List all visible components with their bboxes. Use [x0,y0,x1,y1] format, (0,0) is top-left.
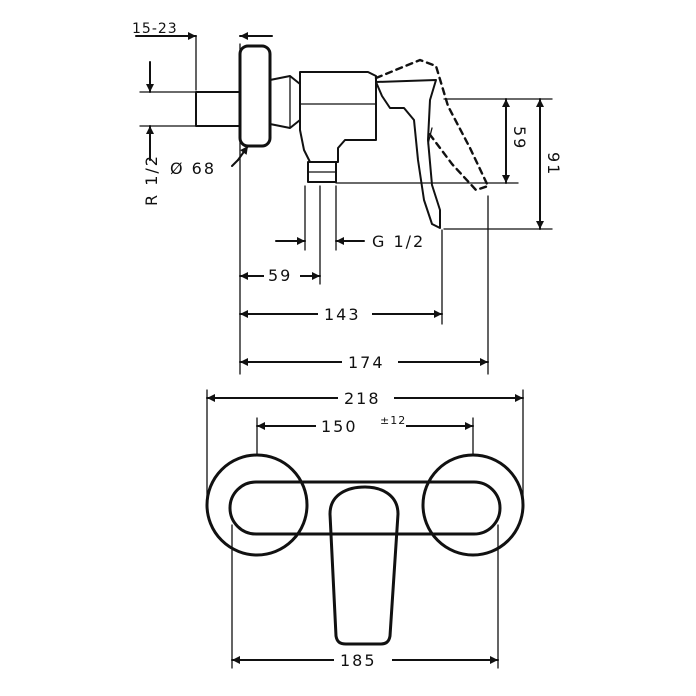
dim-59-vertical: 59 [510,126,529,150]
dim-174: 174 [348,353,385,372]
lever-handle [375,79,441,229]
lever-handle-front [328,485,400,646]
connector-nut [269,75,301,129]
left-rosette [205,453,309,557]
dim-91-vertical: 91 [544,152,563,176]
front-view: 218 150 ±12 185 [205,386,525,670]
mixer-body [299,71,377,163]
wall-rosette [238,44,272,148]
dim-185: 185 [340,651,377,670]
dim-15-23: 15-23 [132,21,178,37]
dim-r-half: R 1/2 [142,154,161,206]
dim-59-horizontal: 59 [268,266,292,285]
dim-150-tolerance: ±12 [380,414,406,427]
pipe-thread [195,91,241,127]
lever-handle-open-dashed [374,58,490,192]
dim-143: 143 [324,305,361,324]
dim-218: 218 [344,389,381,408]
dim-150: 150 [321,417,358,436]
dim-diameter-68: Ø 68 [170,159,216,178]
side-view: 15-23 R 1/2 Ø 68 59 91 G 1/2 59 143 174 [132,21,563,375]
dim-g-half: G 1/2 [372,232,425,251]
mixer-body-front [228,480,502,536]
right-rosette [421,453,525,557]
